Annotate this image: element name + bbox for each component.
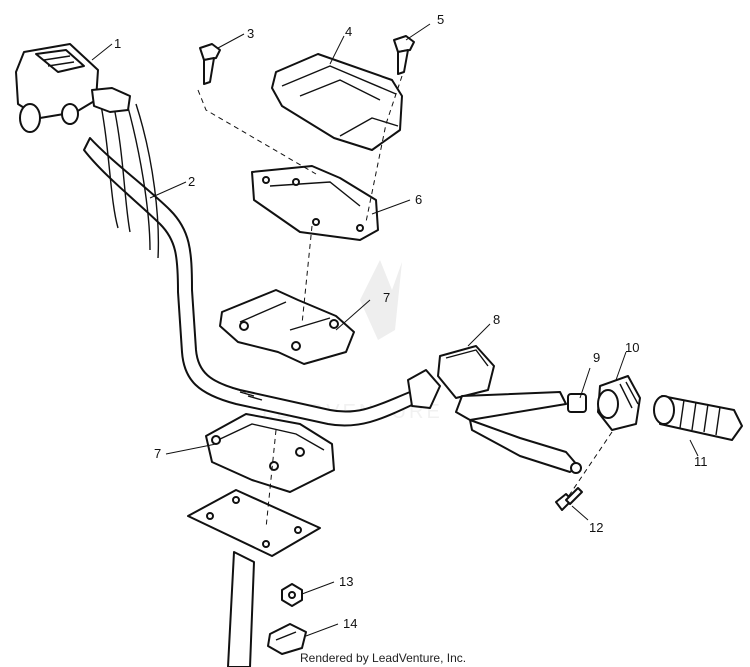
- callout-11: 11: [694, 454, 708, 469]
- assembly-lines: [197, 75, 613, 529]
- callout-8: 8: [493, 312, 500, 327]
- render-credit: Rendered by LeadVenture, Inc.: [300, 651, 467, 665]
- part-bolt-3: [199, 43, 221, 85]
- part-grip: [653, 395, 743, 441]
- callout-4: 4: [345, 24, 352, 39]
- callout-14: 14: [343, 616, 357, 631]
- callout-3: 3: [247, 26, 254, 41]
- part-brake-master-cylinder: [407, 345, 582, 474]
- callout-9: 9: [593, 350, 600, 365]
- steering-post: [227, 551, 255, 667]
- callout-12: 12: [589, 520, 603, 535]
- leader-lines: [91, 23, 699, 637]
- part-pad-bracket: [251, 165, 379, 241]
- part-collar: [567, 393, 587, 413]
- part-throttle-housing: [15, 43, 131, 133]
- callout-7-upper: 7: [383, 290, 390, 305]
- callout-labels: 1 2 3 4 5 6 7 7 8 9 10 11 12 13 14: [114, 12, 708, 631]
- part-screw: [555, 487, 583, 511]
- part-clip: [267, 623, 307, 655]
- part-switch-housing: [597, 375, 641, 431]
- part-handlebar-pad: [271, 53, 403, 151]
- part-bolt-5: [393, 35, 415, 75]
- part-mounting-plate: [187, 489, 321, 557]
- part-nut: [281, 583, 303, 607]
- part-clamp-upper: [219, 289, 355, 365]
- callout-5: 5: [437, 12, 444, 27]
- control-cables: [99, 97, 160, 259]
- callout-10: 10: [625, 340, 639, 355]
- part-clamp-lower: [205, 413, 335, 493]
- callout-1: 1: [114, 36, 121, 51]
- callout-13: 13: [339, 574, 353, 589]
- callout-2: 2: [188, 174, 195, 189]
- callout-6: 6: [415, 192, 422, 207]
- callout-7-lower: 7: [154, 446, 161, 461]
